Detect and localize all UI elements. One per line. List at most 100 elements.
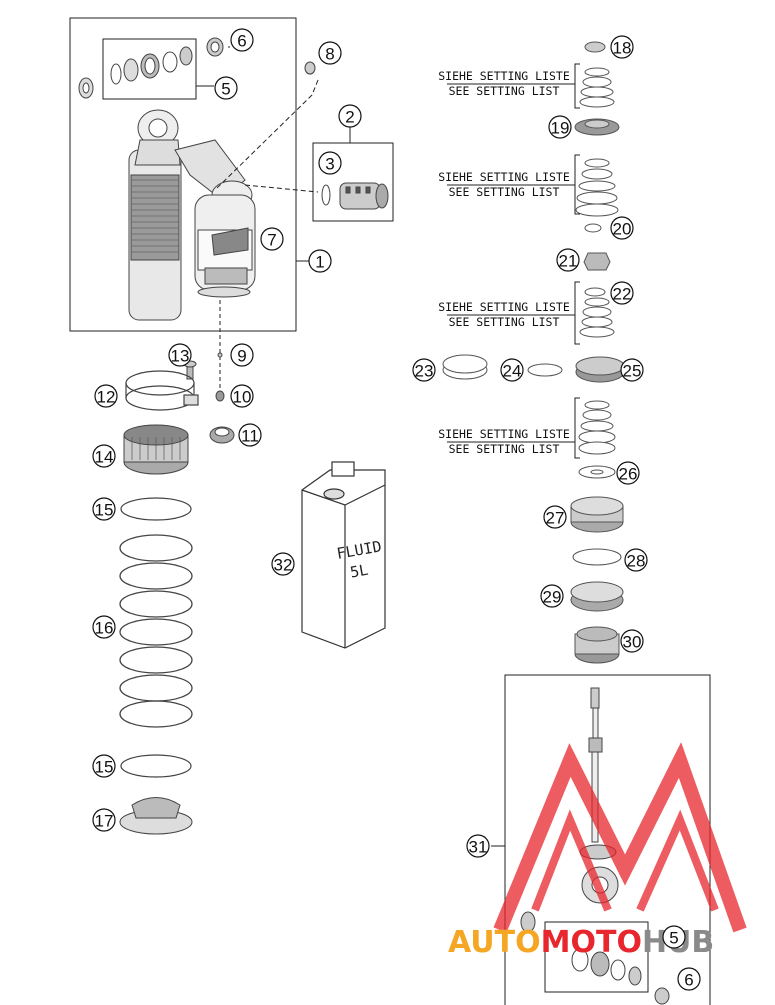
callout-number: 25	[623, 362, 642, 381]
callout-number: 5	[221, 80, 230, 99]
callout-circle	[500, 358, 524, 382]
callout-number: 26	[619, 465, 638, 484]
callout-number: 15	[95, 501, 114, 520]
spring-adjuster-nut	[123, 424, 189, 475]
callout-number: 29	[543, 588, 562, 607]
callout-circle	[318, 151, 342, 175]
callout-circle	[624, 548, 648, 572]
watermark-text: AUTOMOTOHUB	[448, 925, 714, 960]
damper-bearing-parts	[520, 911, 670, 1005]
bushing-part	[206, 37, 224, 57]
callout-number: 13	[171, 347, 190, 366]
leader-lines	[196, 46, 351, 400]
callout-number: 15	[95, 758, 114, 777]
setting-note-3-de: SIEHE SETTING LISTE	[438, 300, 570, 314]
watermark-moto: MOTO	[541, 925, 642, 960]
callout-number: 32	[274, 556, 293, 575]
fluid-can-label-line2: 5L	[349, 561, 370, 582]
callout-circle	[412, 358, 436, 382]
callout-circle	[466, 834, 490, 858]
callout-7: 7	[260, 227, 284, 251]
callout-17: 17	[92, 808, 116, 832]
callout-circle	[556, 248, 580, 272]
callout-number: 23	[415, 362, 434, 381]
callout-27: 27	[543, 505, 567, 529]
callout-circle	[548, 115, 572, 139]
callout-number: 8	[325, 45, 334, 64]
callout-25: 25	[620, 358, 644, 382]
callout-circle	[620, 358, 644, 382]
callout-16: 16	[92, 615, 116, 639]
clamp-ring	[125, 370, 199, 411]
callout-24: 24	[500, 358, 524, 382]
setting-note-1-de: SIEHE SETTING LISTE	[438, 69, 570, 83]
callout-20: 20	[610, 216, 634, 240]
leader-dash-3	[244, 184, 319, 193]
callout-circle	[610, 216, 634, 240]
setting-note-2-de: SIEHE SETTING LISTE	[438, 170, 570, 184]
callout-3: 3	[318, 151, 342, 175]
setting-note-3-en: SEE SETTING LIST	[449, 315, 560, 329]
callout-21: 21	[556, 248, 580, 272]
callout-circle	[238, 423, 262, 447]
callout-circle	[94, 384, 118, 408]
callout-circle	[620, 629, 644, 653]
bearing-kit-parts	[78, 46, 193, 99]
bearing-kit-frame	[102, 38, 197, 100]
shock-absorber-body	[128, 109, 256, 321]
callout-circle	[230, 343, 254, 367]
callout-6b: 6	[677, 967, 701, 991]
callout-number: 9	[237, 347, 246, 366]
callout-circle	[168, 343, 192, 367]
callout-circle	[610, 281, 634, 305]
setting-note-4-de: SIEHE SETTING LISTE	[438, 427, 570, 441]
callout-circle	[610, 35, 634, 59]
callout-number: 12	[97, 388, 116, 407]
callout-23: 23	[412, 358, 436, 382]
setting-brackets	[447, 63, 580, 459]
callout-number: 28	[627, 552, 646, 571]
damper-bearing-kit-frame	[544, 921, 649, 993]
watermark-auto: AUTO	[448, 925, 541, 960]
adjuster-parts	[321, 182, 389, 210]
callout-10: 10	[230, 384, 254, 408]
callout-circle	[92, 615, 116, 639]
callout-circle	[230, 28, 254, 52]
callout-number: 1	[315, 253, 324, 272]
fluid-can	[301, 461, 386, 649]
callout-circle	[662, 925, 686, 949]
callout-circle	[260, 227, 284, 251]
callout-5b: 5	[662, 925, 686, 949]
callout-circle	[677, 967, 701, 991]
callout-30: 30	[620, 629, 644, 653]
callout-number: 22	[613, 285, 632, 304]
callout-29: 29	[540, 584, 564, 608]
lower-hardware-parts	[183, 352, 235, 444]
callout-14: 14	[92, 444, 116, 468]
callout-12: 12	[94, 384, 118, 408]
callout-circle	[338, 104, 362, 128]
callout-circle	[540, 584, 564, 608]
callout-number: 31	[469, 838, 488, 857]
callout-circle	[92, 497, 116, 521]
callout-circle	[543, 505, 567, 529]
callout-6: 6	[230, 28, 254, 52]
callout-number: 27	[546, 509, 565, 528]
callout-5: 5	[214, 76, 238, 100]
callout-circle	[92, 808, 116, 832]
adjuster-kit-frame	[312, 142, 394, 222]
callout-18: 18	[610, 35, 634, 59]
callout-19: 19	[548, 115, 572, 139]
callout-number: 7	[267, 231, 276, 250]
setting-note-1-en: SEE SETTING LIST	[449, 84, 560, 98]
callout-number: 6	[684, 971, 693, 990]
callout-circle	[92, 754, 116, 778]
callout-number: 17	[95, 812, 114, 831]
callout-number: 2	[345, 108, 354, 127]
callout-number: 3	[325, 155, 334, 174]
spring-washer-top	[120, 497, 192, 521]
setting-note-2-en: SEE SETTING LIST	[449, 185, 560, 199]
callout-1: 1	[308, 249, 332, 273]
callout-number: 6	[237, 32, 246, 51]
